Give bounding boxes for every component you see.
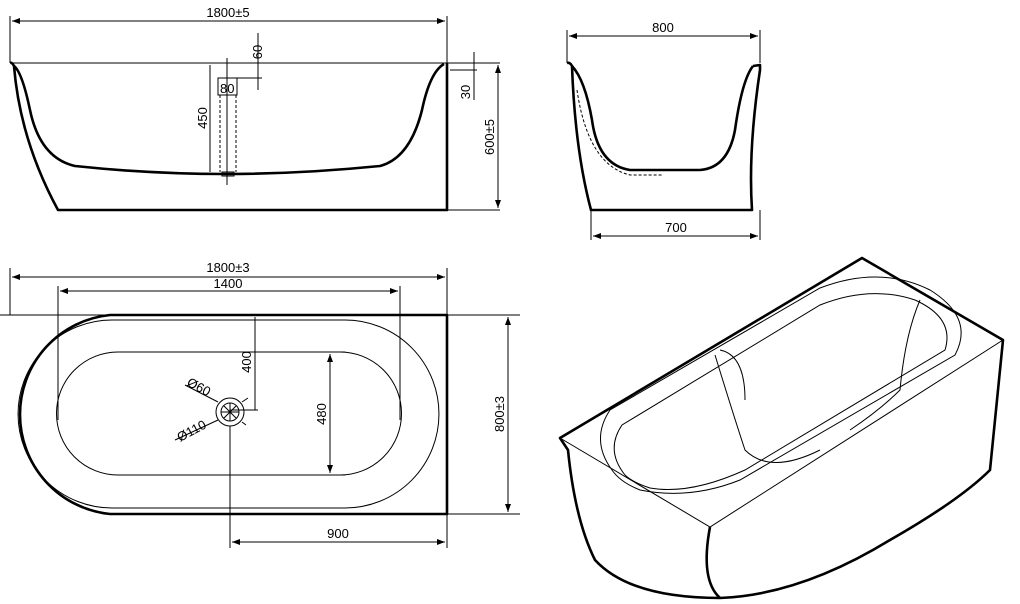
label-drain-offset-x: 900 bbox=[327, 526, 349, 541]
label-rim: 30 bbox=[458, 85, 473, 99]
front-view: 1800±5 60 80 450 30 600±5 bbox=[9, 5, 501, 212]
plan-view: 1800±3 1400 400 Ø60 Ø110 480 800±3 900 bbox=[0, 260, 520, 548]
label-side-top-width: 800 bbox=[652, 20, 674, 35]
front-outer-outline bbox=[9, 61, 449, 212]
plan-rim bbox=[17, 319, 440, 509]
drain-icon bbox=[174, 384, 249, 441]
label-plan-width: 800±3 bbox=[492, 396, 507, 432]
iso-rim bbox=[600, 276, 962, 494]
drain-axis bbox=[221, 58, 235, 185]
plan-outer-outline bbox=[18, 313, 449, 516]
label-drain-d1: Ø60 bbox=[185, 374, 214, 399]
label-front-width: 1800±5 bbox=[206, 5, 249, 20]
label-plan-inner-length: 1400 bbox=[214, 276, 243, 291]
overflow-pipe bbox=[219, 95, 237, 172]
label-overflow-diameter: 80 bbox=[220, 81, 234, 96]
front-inner-bowl bbox=[13, 62, 445, 176]
label-drain-offset-y: 400 bbox=[239, 351, 254, 373]
label-overflow-offset: 60 bbox=[250, 45, 265, 59]
label-plan-length: 1800±3 bbox=[206, 260, 249, 275]
iso-basin bbox=[613, 293, 948, 491]
label-depth: 450 bbox=[195, 107, 210, 129]
side-view: 800 700 bbox=[566, 20, 762, 240]
label-drain-d2: Ø110 bbox=[174, 417, 208, 445]
isometric-view bbox=[558, 256, 1005, 600]
side-inner-bowl bbox=[571, 65, 755, 172]
iso-top-edge bbox=[559, 339, 1004, 528]
label-plan-inner-width: 480 bbox=[314, 403, 329, 425]
label-side-bottom-width: 700 bbox=[665, 220, 687, 235]
side-outer-outline bbox=[566, 61, 762, 212]
iso-outer-outline bbox=[558, 256, 1005, 600]
label-height: 600±5 bbox=[482, 119, 497, 155]
